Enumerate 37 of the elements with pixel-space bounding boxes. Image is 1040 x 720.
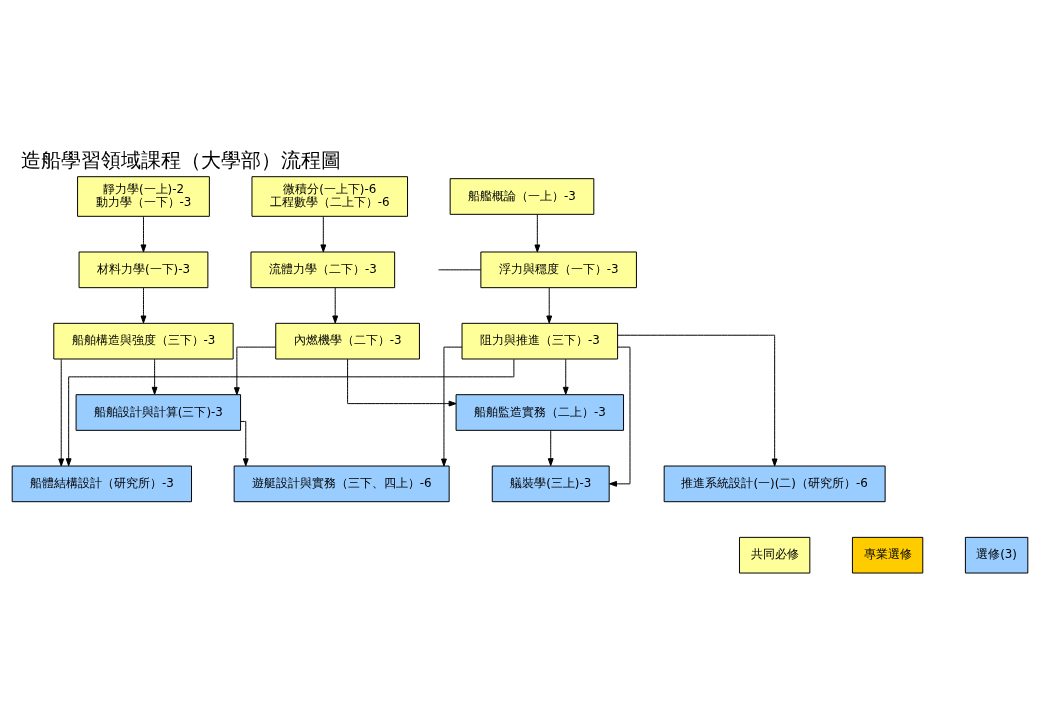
arrow: [151, 358, 158, 395]
diagram-title: 造船學習領域課程（大學部）流程圖: [21, 148, 342, 172]
node-box: 船舶設計與計算(三下)-3: [75, 394, 242, 431]
arrow: [441, 346, 463, 467]
node-box: 微積分(一上下)-6 工程數學（二上下）-6: [251, 176, 409, 217]
arrow: [347, 358, 457, 407]
arrow: [617, 334, 778, 467]
legend-label: 專業選修: [863, 547, 912, 562]
arrow: [233, 346, 277, 396]
arrow: [534, 214, 541, 253]
legend-label: 共同必修: [750, 547, 799, 562]
node-box: 內燃機學（二下）-3: [275, 322, 420, 360]
arrow: [65, 358, 515, 467]
node-box: 阻力與推進（三下）-3: [461, 322, 619, 360]
node-box: 船舶構造與強度（三下）-3: [53, 322, 234, 360]
node-box: 浮力與穩度（一下）-3: [480, 251, 637, 289]
arrow: [140, 287, 147, 324]
legend-label: 選修(3): [976, 547, 1018, 562]
arrow: [240, 420, 249, 467]
node-box: 推進系統設計(一)(二)（研究所）-6: [663, 465, 886, 503]
arrow: [562, 358, 569, 395]
node-box: 船舶監造實務（二上）-3: [455, 394, 625, 431]
arrow: [332, 287, 339, 324]
arrow: [320, 216, 327, 253]
node-box: 船體結構設計（研究所）-3: [11, 465, 193, 503]
node-box: 流體力學（二下）-3: [250, 251, 396, 289]
node-box: 材料力學(一下)-3: [78, 251, 209, 289]
node-box: 船艦概論（一上）-3: [449, 178, 595, 215]
arrow: [547, 430, 554, 467]
arrow: [140, 216, 147, 253]
arrow: [609, 346, 631, 487]
node-box: 艤裝學(三上)-3: [491, 465, 610, 503]
arrow: [58, 358, 65, 467]
arrow: [546, 287, 553, 324]
connector: [438, 269, 482, 271]
node-box: 靜力學(一上)-2 動力學（一下）-3: [77, 176, 210, 217]
node-box: 遊艇設計與實務（三下、四上）-6: [233, 465, 450, 503]
